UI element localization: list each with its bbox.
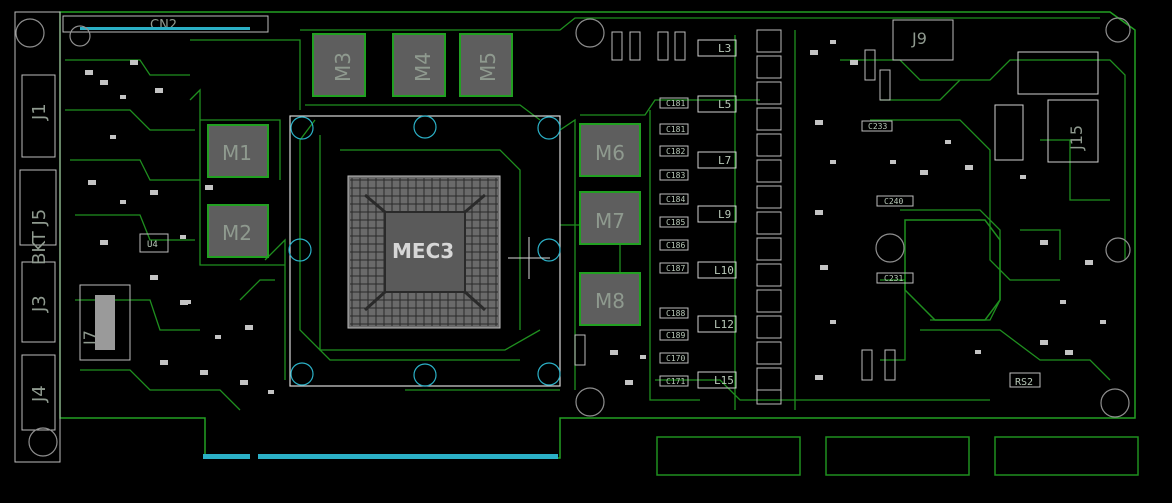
gpu-die-area [384, 211, 466, 293]
label-cap: C170 [666, 354, 685, 363]
memory-chip-m8 [579, 272, 641, 326]
memory-chip-m1 [207, 124, 269, 178]
label-c231: C231 [884, 274, 903, 283]
label-cap: C184 [666, 195, 685, 204]
label-cap: C182 [666, 147, 685, 156]
label-l9: L9 [718, 208, 731, 221]
label-l15: L15 [714, 374, 734, 387]
label-cap: C171 [666, 377, 685, 386]
mounting-hole [575, 387, 605, 417]
capacitor-column [659, 97, 689, 387]
inductor-labels: L3 L5 L7 L9 L10 L12 L15 [714, 42, 734, 387]
label-m2: M2 [222, 221, 252, 245]
cn2-pin-row [80, 27, 250, 30]
connector-side [994, 104, 1024, 161]
chip-u4 [139, 233, 169, 253]
label-cap: C188 [666, 309, 685, 318]
label-m6: M6 [595, 141, 625, 165]
io-connectors [19, 74, 57, 431]
memory-chip-m4 [392, 33, 446, 97]
connector-j1 [21, 74, 56, 158]
label-l10: L10 [714, 264, 734, 277]
mounting-hole [28, 427, 58, 457]
gpu-mount-vias [288, 115, 561, 387]
label-j9: J9 [911, 29, 927, 48]
crosshair-marker [508, 237, 550, 279]
mounting-holes [15, 17, 1131, 457]
memory-chip-m7 [579, 191, 641, 245]
bracket-edge [14, 11, 61, 463]
label-j4: J4 [29, 385, 50, 403]
mounting-hole [15, 18, 45, 48]
label-cap: C181 [666, 125, 685, 134]
label-l7: L7 [718, 154, 731, 167]
memory-chip-m2 [207, 204, 269, 258]
label-j7: J7 [80, 330, 99, 346]
label-bkt-j5: BKT J5 [29, 209, 50, 265]
connector-j3 [21, 261, 56, 343]
mounting-hole [69, 25, 91, 47]
mounting-hole [1105, 17, 1131, 43]
label-l3: L3 [718, 42, 731, 55]
connector-bkt-j5 [19, 169, 57, 246]
board-outline [59, 11, 1136, 459]
connector-j4 [21, 354, 56, 431]
connector-cn2 [62, 15, 269, 33]
label-c240: C240 [884, 197, 903, 206]
label-m5: M5 [476, 52, 500, 82]
pcie-edge-connector [203, 454, 558, 459]
mounting-hole [1105, 237, 1131, 263]
power-plane-outline [904, 219, 1001, 321]
label-cn2: CN2 [150, 18, 177, 33]
label-c233: C233 [868, 122, 887, 131]
smd-pads [85, 40, 1106, 394]
label-gpu: MEC3 [392, 239, 454, 263]
memory-chip-m6 [579, 123, 641, 177]
memory-chip-m5 [459, 33, 513, 97]
label-cap: C183 [666, 171, 685, 180]
power-connector-upper [1017, 51, 1099, 95]
label-j15: J15 [1067, 125, 1086, 151]
gpu-die-corner-marks [363, 193, 487, 312]
mounting-hole [575, 18, 605, 48]
label-cap: C185 [666, 218, 685, 227]
memory-chip-m3 [312, 33, 366, 97]
connector-j15 [1047, 99, 1099, 163]
mounting-hole [1100, 388, 1130, 418]
mounting-hole [875, 233, 905, 263]
label-m1: M1 [222, 141, 252, 165]
label-cap: C187 [666, 264, 685, 273]
label-u4: U4 [147, 240, 158, 250]
right-caps [861, 120, 1041, 388]
connector-j7 [79, 284, 131, 361]
label-l12: L12 [714, 318, 734, 331]
label-rs2: RS2 [1015, 377, 1033, 388]
bottom-connector-outlines [656, 436, 1139, 476]
label-j3: J3 [29, 295, 50, 313]
label-cap: C181 [666, 99, 685, 108]
pcie-key [250, 453, 258, 460]
label-cap: C186 [666, 241, 685, 250]
capacitor-labels: C181 C181 C182 C183 C184 C185 C186 C187 … [666, 99, 685, 386]
mosfet-column [756, 29, 782, 405]
vertical-caps [574, 31, 896, 381]
j7-pin-grid [95, 295, 115, 350]
label-l5: L5 [718, 98, 731, 111]
connector-j9 [892, 19, 954, 61]
memory-chips [207, 33, 641, 326]
label-cap: C189 [666, 331, 685, 340]
label-m4: M4 [411, 52, 435, 82]
inductors [697, 39, 737, 389]
label-j1: J1 [29, 103, 50, 121]
label-m7: M7 [595, 209, 625, 233]
label-m8: M8 [595, 289, 625, 313]
label-m3: M3 [331, 52, 355, 82]
